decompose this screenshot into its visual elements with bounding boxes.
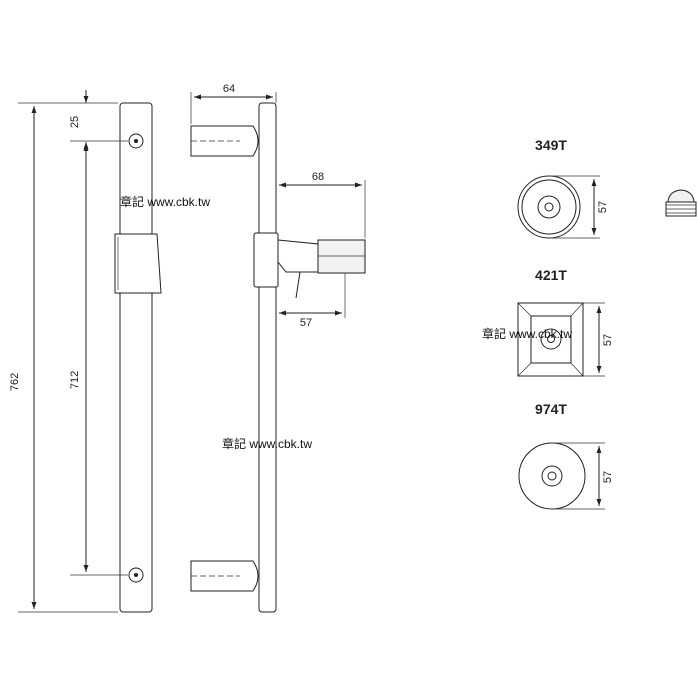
- bottom-standoff: [190, 560, 259, 592]
- shower-holder-bracket: [277, 239, 319, 273]
- model-974T-dimension: 57: [602, 471, 614, 483]
- center-distance-dimension: 712: [69, 140, 128, 576]
- end-cap-profile: [665, 189, 697, 217]
- slider-base-label: 57: [300, 317, 312, 329]
- top-offset-label: 25: [69, 116, 81, 128]
- overall-length-label: 762: [9, 373, 21, 391]
- top-standoff: [190, 125, 259, 157]
- model-421T-dimension: 57: [602, 334, 614, 346]
- slider-depth-dimension: 68: [279, 171, 366, 238]
- watermark-3: 章記 www.cbk.tw: [482, 326, 572, 341]
- slider-base-dimension: 57: [279, 273, 346, 329]
- model-349T: 349T 57: [517, 137, 609, 239]
- side-view-bar: [190, 102, 366, 613]
- slider-depth-label: 68: [312, 171, 324, 183]
- model-349T-dimension: 57: [597, 201, 609, 213]
- watermark-2: 章記 www.cbk.tw: [222, 436, 312, 451]
- watermark-1: 章記 www.cbk.tw: [120, 194, 210, 209]
- center-distance-label: 712: [69, 371, 81, 389]
- side-slider-collar: [253, 232, 279, 288]
- model-421T-title: 421T: [535, 267, 567, 283]
- front-slider-block: [114, 233, 162, 294]
- front-view-bar: [114, 102, 162, 613]
- standoff-label: 64: [223, 83, 235, 95]
- model-349T-title: 349T: [535, 137, 567, 153]
- standoff-dimension: 64: [190, 83, 277, 124]
- model-974T-title: 974T: [535, 401, 567, 417]
- shower-holder-socket: [317, 239, 366, 274]
- model-974T: 974T 57: [518, 401, 614, 510]
- overall-length-dimension: 762: [9, 102, 118, 613]
- model-421T: 421T 57: [517, 267, 614, 377]
- top-offset-dimension: 25: [69, 90, 89, 154]
